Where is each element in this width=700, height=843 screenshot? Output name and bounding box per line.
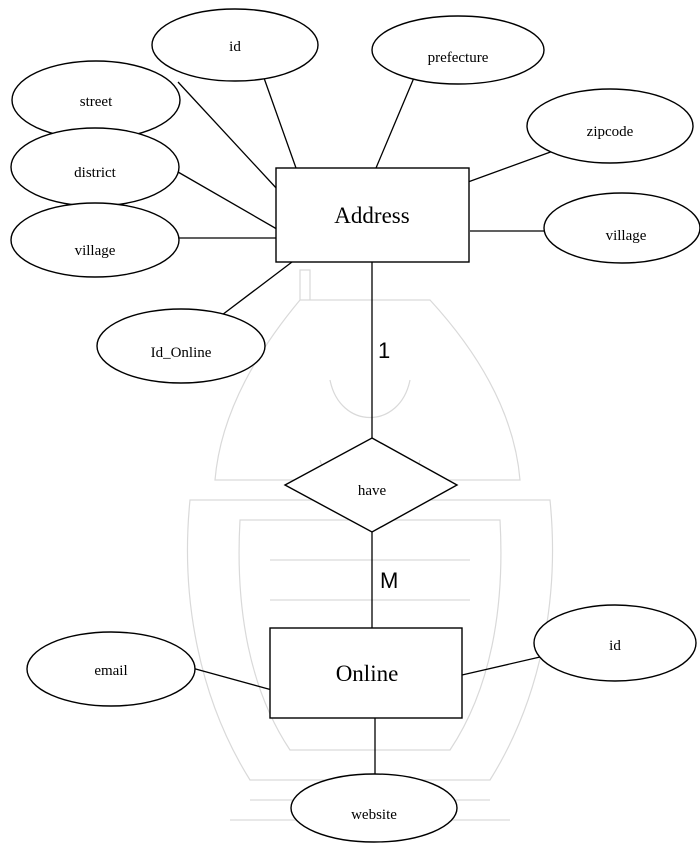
relationship-have: have [283,437,459,533]
cardinality-one: 1 [378,338,390,363]
attr-district: district [10,127,180,207]
entity-address: Address [275,167,470,263]
watermark-seal [186,269,554,821]
svg-text:id: id [229,39,241,55]
svg-text:website: website [351,807,397,823]
svg-text:Online: Online [336,661,399,686]
line-district [177,171,283,233]
svg-text:email: email [94,663,127,679]
svg-text:prefecture: prefecture [428,50,489,66]
attr-online-id: id [533,604,697,682]
line-zipcode [467,149,557,183]
line-online-id [461,656,541,676]
connector-lines [177,72,557,778]
attr-village-right: village [543,192,700,264]
attr-id-online: Id_Online [96,308,266,384]
svg-text:village: village [75,243,116,259]
svg-text:Address: Address [334,203,409,228]
online-attributes: email id website [26,604,697,843]
attr-address-id: id [151,8,319,82]
line-address-id [263,77,297,169]
attr-street: street [11,60,181,140]
line-prefecture [375,72,417,169]
cardinality-many: M [380,568,398,593]
svg-text:street: street [80,94,113,110]
attr-prefecture: prefecture [371,15,545,85]
line-email [191,667,273,691]
attr-zipcode: zipcode [526,88,694,164]
svg-text:district: district [74,165,116,181]
address-attributes: street id prefecture zipcode district vi… [10,8,700,384]
entity-online: Online [269,627,463,719]
svg-text:zipcode: zipcode [587,124,634,140]
attr-website: website [290,773,458,843]
svg-text:village: village [606,228,647,244]
svg-text:have: have [358,483,387,499]
attr-village-left: village [10,202,180,278]
attr-email: email [26,631,196,707]
line-id-online [217,261,293,319]
svg-text:id: id [609,638,621,654]
line-street [177,81,279,191]
svg-text:Id_Online: Id_Online [151,345,212,361]
